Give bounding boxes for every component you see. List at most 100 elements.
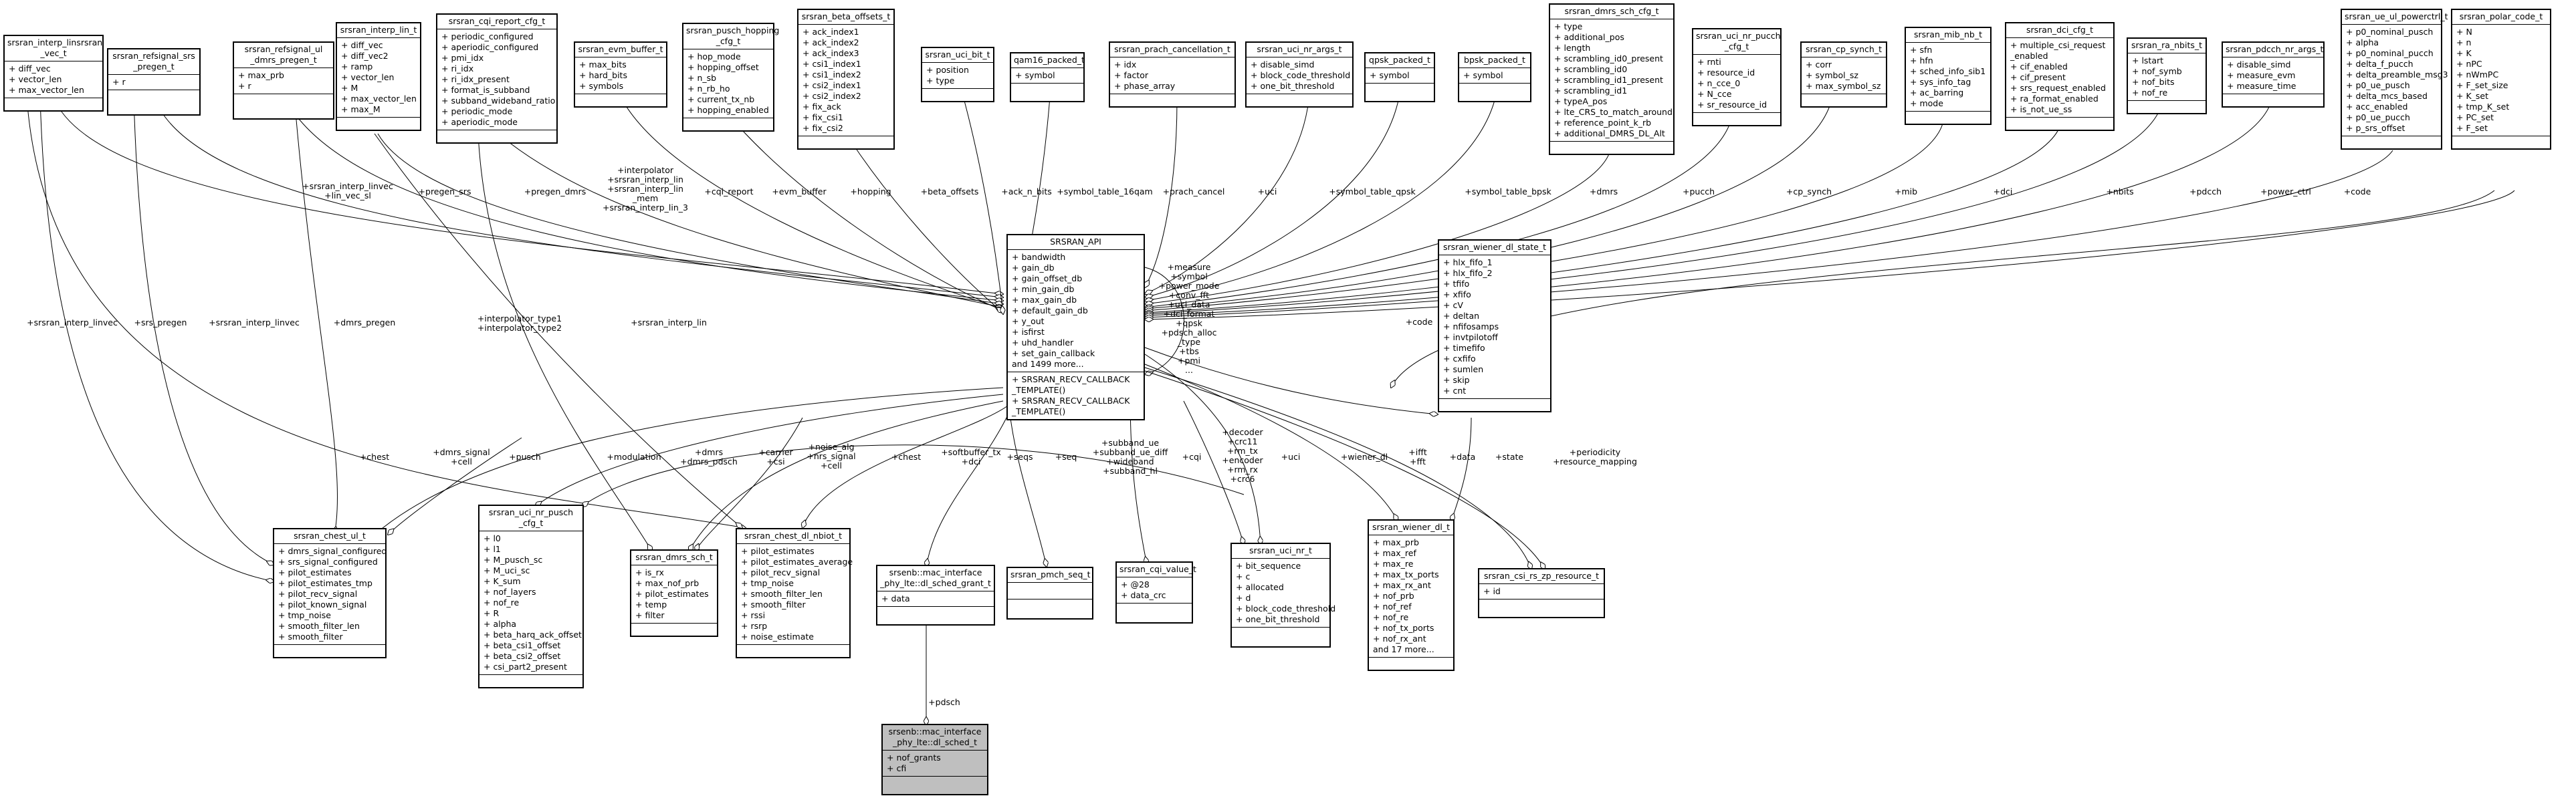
class-title: srsran_prach_cancellation_t bbox=[1110, 43, 1235, 57]
class-srsran-pmch-seq[interactable]: srsran_pmch_seq_t bbox=[1006, 567, 1093, 620]
edge-dmrs-pregen-chest bbox=[294, 96, 338, 535]
class-operations bbox=[1693, 113, 1780, 125]
class-srsran-cp-synch[interactable]: srsran_cp_synch_t + corr+ symbol_sz+ max… bbox=[1800, 41, 1887, 108]
class-srsran-polar-code[interactable]: srsran_polar_code_t + N+ n+ K+ nPC+ nWmP… bbox=[2451, 9, 2551, 150]
class-title: srsran_cp_synch_t bbox=[1802, 43, 1886, 57]
class-title: srsran_wiener_dl_state_t bbox=[1439, 241, 1550, 255]
edge-label: +srsran_interp_linvec +lin_vec_sl bbox=[302, 181, 393, 201]
edge-label: +code bbox=[2343, 186, 2371, 196]
class-srsran-ue-ul-powerctrl[interactable]: srsran_ue_ul_powerctrl_t + p0_nominal_pu… bbox=[2341, 9, 2448, 150]
class-attributes: + bandwidth+ gain_db+ gain_offset_db+ mi… bbox=[1008, 250, 1144, 372]
class-qpsk-packed[interactable]: qpsk_packed_t + symbol bbox=[1364, 52, 1435, 102]
class-operations bbox=[1117, 604, 1192, 622]
class-srsran-uci-bit[interactable]: srsran_uci_bit_t + position+ type bbox=[921, 47, 994, 102]
edge-prach bbox=[1145, 100, 1178, 287]
class-attributes bbox=[1008, 583, 1092, 599]
edge-mib-nb bbox=[1145, 123, 1943, 311]
class-title: srsran_evm_buffer_t bbox=[575, 43, 666, 57]
edge-label: +symbol_table_bpsk bbox=[1465, 186, 1551, 196]
edge-label: +softbuffer_tx +dci bbox=[941, 447, 1001, 466]
class-qam16-packed[interactable]: qam16_packed_t + symbol bbox=[1010, 52, 1085, 102]
class-operations bbox=[1369, 658, 1453, 670]
class-srsran-evm-buffer[interactable]: srsran_evm_buffer_t + max_bits+ hard_bit… bbox=[574, 41, 667, 108]
class-attributes: + disable_simd+ measure_evm+ measure_tim… bbox=[2223, 57, 2323, 94]
class-operations bbox=[798, 136, 893, 148]
class-srsran-wiener-dl-state[interactable]: srsran_wiener_dl_state_t + hlx_fifo_1+ h… bbox=[1438, 239, 1551, 412]
class-srsran-pdcch-nr-args[interactable]: srsran_pdcch_nr_args_t + disable_simd+ m… bbox=[2222, 41, 2325, 108]
class-attributes: + id bbox=[1479, 584, 1604, 599]
class-srsran-ra-nbits[interactable]: srsran_ra_nbits_t + lstart+ nof_symb+ no… bbox=[2127, 37, 2207, 114]
class-srsran-beta-offsets[interactable]: srsran_beta_offsets_t + ack_index1+ ack_… bbox=[797, 9, 895, 150]
class-operations bbox=[1906, 112, 1990, 124]
class-operations bbox=[883, 777, 987, 794]
class-dl-sched[interactable]: srsenb::mac_interface _phy_lte::dl_sched… bbox=[881, 724, 988, 795]
class-title: srsran_cqi_report_cfg_t bbox=[437, 15, 556, 29]
class-srsran-chest-dl-nbiot[interactable]: srsran_chest_dl_nbiot_t + pilot_estimate… bbox=[736, 528, 853, 658]
edge-api-cqi-value bbox=[1130, 394, 1147, 565]
class-operations bbox=[575, 94, 666, 106]
class-attributes: + max_prb+ max_ref+ max_re+ max_tx_ports… bbox=[1369, 535, 1453, 658]
class-operations bbox=[1247, 94, 1352, 106]
class-attributes: + symbol bbox=[1011, 68, 1083, 84]
class-title: srsran_pmch_seq_t bbox=[1008, 568, 1092, 583]
edge-label: +hopping bbox=[850, 186, 891, 196]
edge-label: +symbol_table_16qam bbox=[1057, 186, 1153, 196]
edge-periodicity-csi bbox=[1144, 370, 1545, 569]
class-attributes: + l0+ l1+ M_pusch_sc+ M_uci_sc+ K_sum+ n… bbox=[479, 531, 582, 675]
class-title: srsran_uci_nr_pusch _cfg_t bbox=[479, 506, 582, 531]
edge-label: +pusch bbox=[509, 452, 541, 462]
class-title: srsran_interp_lin_t bbox=[337, 23, 420, 38]
class-title: srsran_wiener_dl_t bbox=[1369, 521, 1453, 535]
class-srsran-api[interactable]: SRSRAN_API + bandwidth+ gain_db+ gain_of… bbox=[1006, 234, 1145, 420]
edge-label: +code bbox=[1405, 317, 1433, 327]
class-srsran-interp-linsrsran-vec[interactable]: srsran_interp_linsrsran _vec_t + diff_ve… bbox=[3, 35, 104, 112]
class-srsran-uci-nr-pucch-cfg[interactable]: srsran_uci_nr_pucch _cfg_t + rnti+ resou… bbox=[1692, 28, 1782, 126]
class-srsran-uci-nr-args[interactable]: srsran_uci_nr_args_t + disable_simd+ blo… bbox=[1245, 41, 1354, 108]
class-srsran-dci-cfg[interactable]: srsran_dci_cfg_t + multiple_csi_request … bbox=[2005, 22, 2115, 131]
edge-evm-buffer bbox=[620, 96, 1003, 309]
edge-label: +measure +symbol +power_mode +conv_fft +… bbox=[1158, 262, 1220, 375]
edge-polar-code bbox=[1145, 190, 2515, 319]
class-operations bbox=[1479, 599, 1604, 617]
class-attributes: + position+ type bbox=[922, 63, 993, 89]
edge-label: +srsran_interp_linvec bbox=[209, 317, 300, 327]
class-srsran-cqi-value[interactable]: srsran_cqi_value_t + @28+ data_crc bbox=[1115, 561, 1196, 624]
class-title: srsran_pdcch_nr_args_t bbox=[2223, 43, 2323, 57]
class-title: srsran_interp_linsrsran _vec_t bbox=[5, 36, 102, 61]
class-srsran-dmrs-sch-cfg[interactable]: srsran_dmrs_sch_cfg_t + type+ additional… bbox=[1549, 3, 1675, 155]
edge-label: +wiener_dl bbox=[1340, 452, 1388, 462]
class-title: srsenb::mac_interface _phy_lte::dl_sched… bbox=[877, 566, 994, 591]
class-operations bbox=[877, 607, 994, 624]
class-title: srsran_csi_rs_zp_resource_t bbox=[1479, 569, 1604, 584]
edge-dci-cfg bbox=[1145, 126, 2060, 313]
class-attributes: + idx+ factor+ phase_array bbox=[1110, 57, 1235, 94]
class-srsran-refsignal-srs-pregen[interactable]: srsran_refsignal_srs _pregen_t + r bbox=[107, 48, 201, 116]
edge-api-pmch-seq bbox=[1009, 412, 1047, 567]
class-srsran-pusch-hopping-cfg[interactable]: srsran_pusch_hopping _cfg_t + hop_mode+ … bbox=[682, 23, 779, 132]
class-srsran-dmrs-sch[interactable]: srsran_dmrs_sch_t + is_rx+ max_nof_prb+ … bbox=[630, 549, 718, 637]
class-operations bbox=[108, 90, 199, 114]
edge-label: +chest bbox=[891, 452, 922, 462]
class-srsran-chest-ul[interactable]: srsran_chest_ul_t + dmrs_signal_configur… bbox=[273, 528, 387, 658]
class-title: qpsk_packed_t bbox=[1366, 53, 1434, 68]
class-srsran-uci-nr-pusch-cfg[interactable]: srsran_uci_nr_pusch _cfg_t + l0+ l1+ M_p… bbox=[478, 505, 584, 688]
class-srsran-uci-nr[interactable]: srsran_uci_nr_t + bit_sequence+ c+ alloc… bbox=[1230, 543, 1335, 648]
class-srsran-wiener-dl[interactable]: srsran_wiener_dl_t + max_prb+ max_ref+ m… bbox=[1368, 519, 1455, 671]
edge-label: +carrier +csi bbox=[758, 447, 793, 466]
class-attributes: + corr+ symbol_sz+ max_symbol_sz bbox=[1802, 57, 1886, 94]
class-srsran-mib-nb[interactable]: srsran_mib_nb_t + sfn+ hfn+ sched_info_s… bbox=[1905, 27, 1992, 125]
edge-label: +interpolator_type1 +interpolator_type2 bbox=[477, 313, 562, 333]
class-operations bbox=[2452, 136, 2550, 148]
class-srsran-refsignal-ul-dmrs-pregen[interactable]: srsran_refsignal_ul _dmrs_pregen_t + max… bbox=[233, 41, 334, 120]
class-title: srsran_dci_cfg_t bbox=[2006, 23, 2113, 38]
class-attributes: + max_prb+ r bbox=[234, 68, 333, 94]
class-bpsk-packed[interactable]: bpsk_packed_t + symbol bbox=[1458, 52, 1531, 102]
class-dl-sched-grant[interactable]: srsenb::mac_interface _phy_lte::dl_sched… bbox=[876, 565, 995, 626]
class-srsran-prach-cancellation[interactable]: srsran_prach_cancellation_t + idx+ facto… bbox=[1109, 41, 1236, 108]
class-srsran-cqi-report-cfg[interactable]: srsran_cqi_report_cfg_t + periodic_confi… bbox=[436, 13, 558, 144]
class-srsran-interp-lin[interactable]: srsran_interp_lin_t + diff_vec+ diff_vec… bbox=[336, 22, 421, 131]
edge-label: +uci bbox=[1281, 452, 1301, 462]
edge-qpsk bbox=[1145, 83, 1402, 297]
class-srsran-csi-rs-zp-resource[interactable]: srsran_csi_rs_zp_resource_t + id bbox=[1478, 568, 1605, 618]
